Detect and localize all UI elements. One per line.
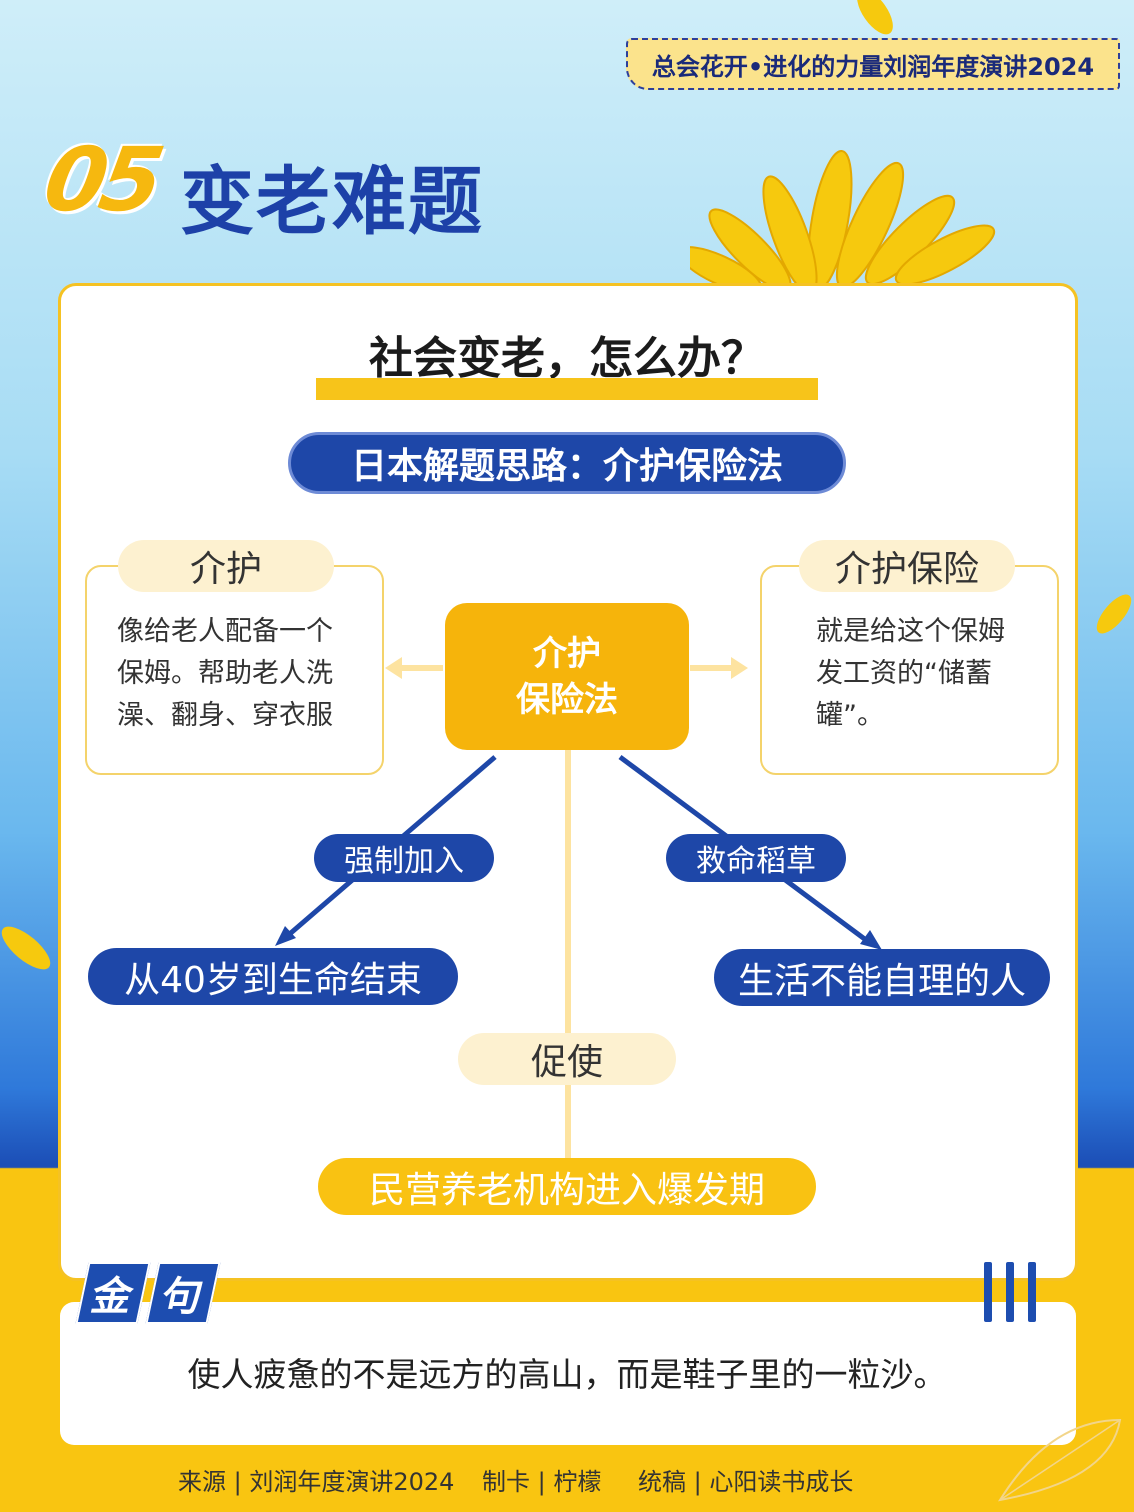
left-box-line: 澡、翻身、穿衣服 [117,700,333,731]
quote-card [60,1302,1076,1445]
right-branch-result: 生活不能自理的人 [714,949,1050,1006]
left-box-line: 像给老人配备一个 [117,616,333,647]
sunflower-decoration [690,150,996,290]
footer-editor: 统稿 | 心阳读书成长 [638,1468,854,1496]
quote-text: 使人疲惫的不是远方的高山，而是鞋子里的一粒沙。 [187,1355,947,1394]
petal-decoration-right [1096,594,1132,634]
right-box-line: 就是给这个保姆 [816,616,1005,647]
quote-tag: 句 [145,1262,221,1324]
card-title: 社会变老，怎么办？ [369,333,765,384]
center-node: 介护 保险法 [445,603,689,750]
right-info-box: 就是给这个保姆 发工资的“储蓄 罐”。 [760,565,1059,775]
leaf-decoration [997,1418,1122,1502]
quote-tag: 金 [75,1262,151,1324]
right-branch-label: 救命稻草 [666,834,846,882]
title-underline [316,378,818,400]
header-tag: 总会花开•进化的力量刘润年度演讲2024 [626,38,1120,90]
center-node-line: 介护 [533,633,601,674]
petal-decoration-top [857,0,893,35]
bars-decoration [984,1262,1050,1326]
center-node-line: 保险法 [516,679,618,720]
bottom-branch-label: 促使 [458,1033,676,1085]
petal-decoration-left [1,926,51,970]
left-branch-result: 从40岁到生命结束 [88,948,458,1005]
left-info-box: 像给老人配备一个 保姆。帮助老人洗 澡、翻身、穿衣服 [85,565,384,775]
section-title: 变老难题 [180,159,484,245]
left-box-line: 保姆。帮助老人洗 [117,658,333,689]
right-box-label: 介护保险 [799,540,1015,592]
right-box-line: 发工资的“储蓄 [816,658,992,689]
subtitle-pill: 日本解题思路：介护保险法 [288,432,846,494]
left-box-label: 介护 [118,540,334,592]
footer-source: 来源 | 刘润年度演讲2024 [178,1468,455,1496]
left-branch-label: 强制加入 [314,834,494,882]
right-box-line: 罐”。 [816,700,884,731]
bottom-branch-result: 民营养老机构进入爆发期 [318,1158,816,1215]
footer-maker: 制卡 | 柠檬 [482,1468,602,1496]
